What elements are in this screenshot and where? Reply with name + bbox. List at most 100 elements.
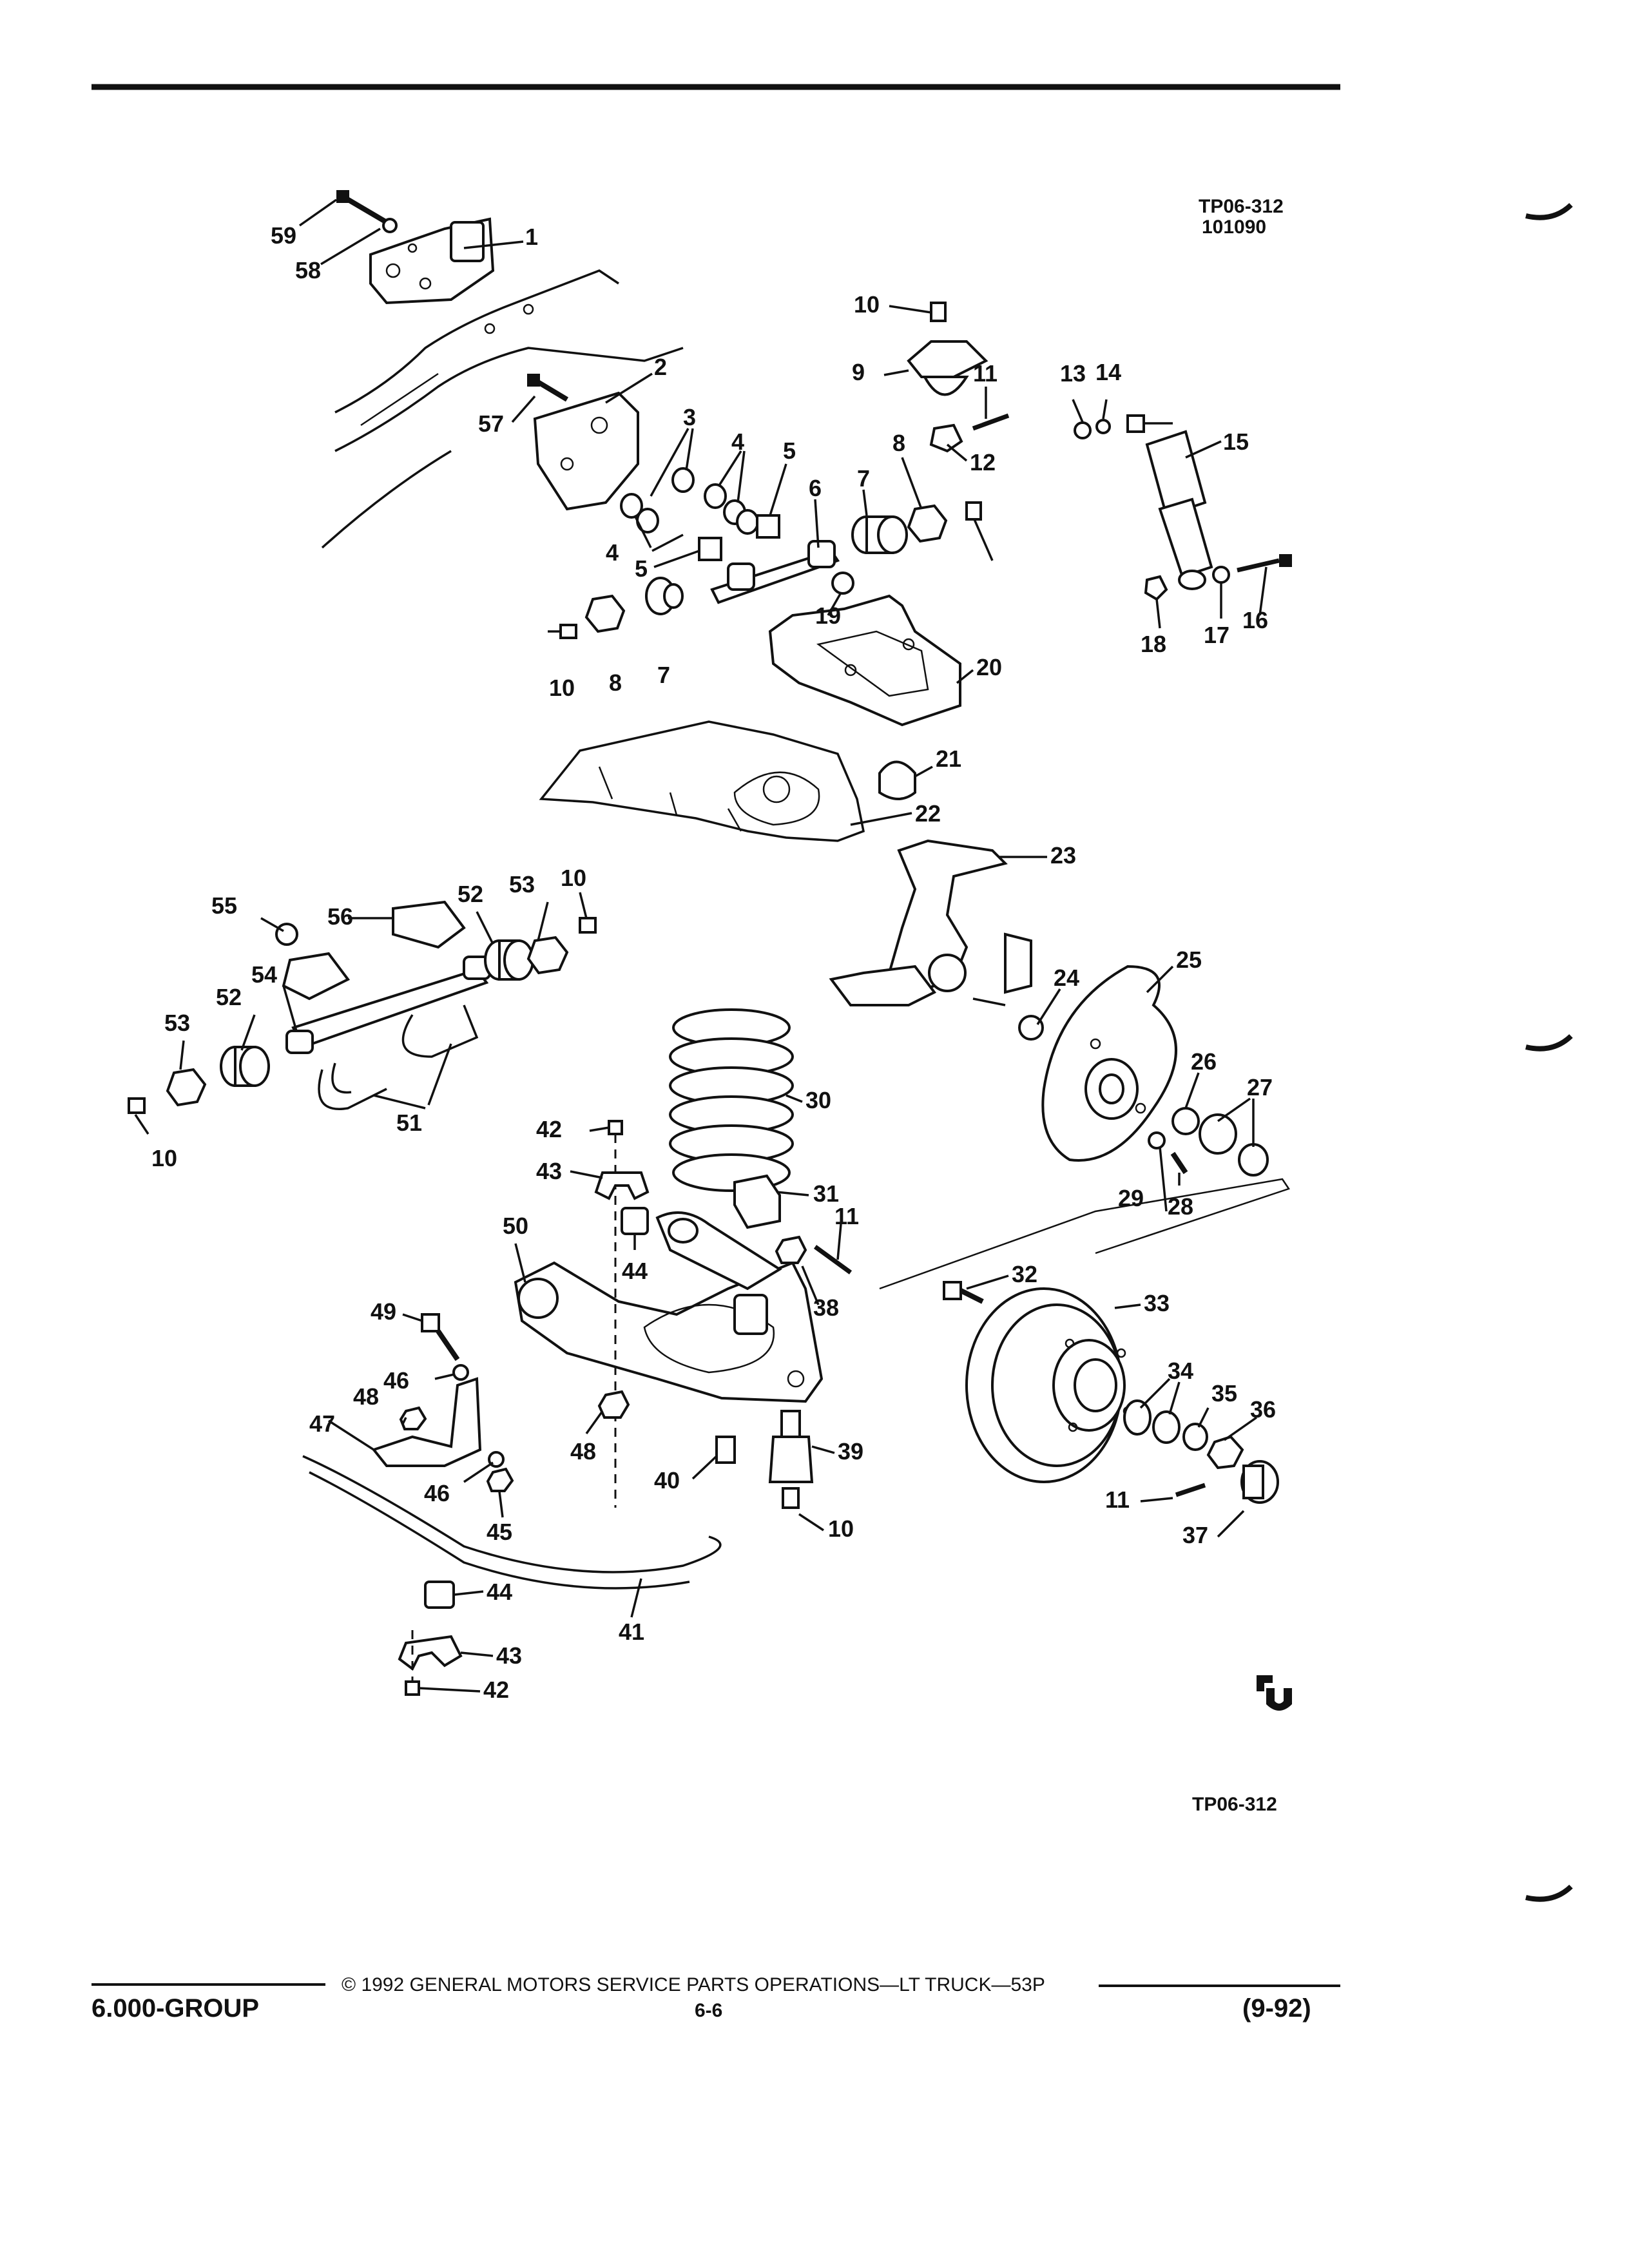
callout-37: 37 — [1182, 1522, 1208, 1548]
callout-52-right: 52 — [458, 881, 483, 907]
washer-58 — [382, 218, 398, 233]
callout-44-upper: 44 — [622, 1258, 648, 1284]
callout-34: 34 — [1168, 1358, 1193, 1384]
bushing-44-upper — [621, 1207, 649, 1235]
bushing-44-lower — [424, 1581, 455, 1609]
bushing-7-lower — [645, 577, 684, 615]
nut-19 — [831, 572, 854, 595]
grease-fitting-10-shaft-left — [128, 1097, 146, 1114]
seal-24 — [1018, 1015, 1044, 1041]
binder-mark-1 — [1525, 203, 1573, 220]
callout-42-lower: 42 — [483, 1677, 509, 1703]
callout-1: 1 — [525, 224, 538, 250]
nut-53-left — [166, 1068, 207, 1107]
callout-10-left: 10 — [549, 675, 575, 701]
callout-8-lower: 8 — [609, 669, 622, 696]
nut-38 — [775, 1235, 807, 1264]
callout-6: 6 — [809, 475, 822, 501]
frame-rail — [321, 269, 684, 549]
callout-4-lower: 4 — [606, 539, 619, 566]
nut-8-lower — [584, 594, 626, 633]
callout-10-top: 10 — [854, 291, 880, 318]
cotter-pin-11-lower-arm — [813, 1245, 853, 1274]
nut-45 — [486, 1467, 514, 1492]
callout-8-upper: 8 — [892, 430, 905, 456]
callout-46-upper: 46 — [383, 1367, 409, 1394]
callout-7-lower: 7 — [657, 662, 670, 688]
callout-26: 26 — [1191, 1048, 1217, 1075]
callout-43-lower: 43 — [496, 1642, 522, 1669]
callout-53-right: 53 — [509, 871, 535, 898]
clamp-43-upper — [594, 1171, 650, 1200]
bolt-59 — [336, 190, 389, 225]
bumper-21 — [878, 760, 916, 800]
bumper-31 — [733, 1174, 781, 1229]
nut-53-right — [526, 936, 569, 975]
callout-45: 45 — [487, 1519, 512, 1545]
grease-fitting-10-shaft-right — [579, 917, 597, 934]
callout-53-left: 53 — [164, 1010, 190, 1036]
bushing-7-upper — [851, 515, 908, 554]
spacer-40 — [715, 1436, 736, 1464]
callout-24: 24 — [1054, 965, 1079, 991]
callout-40: 40 — [654, 1467, 680, 1494]
callout-5-upper: 5 — [783, 437, 796, 464]
callout-38: 38 — [813, 1294, 839, 1321]
footer-page-number: 6-6 — [695, 2000, 722, 2021]
bracket-part-2 — [533, 391, 639, 511]
callout-10-shaft-left: 10 — [151, 1145, 177, 1171]
leader-lines — [134, 198, 1268, 1693]
callout-46-lower: 46 — [424, 1480, 450, 1506]
callout-54: 54 — [251, 961, 277, 988]
callout-23: 23 — [1050, 842, 1076, 869]
coil-spring-30 — [669, 1008, 794, 1192]
callout-12: 12 — [970, 449, 996, 476]
u-bolts-51 — [318, 1004, 479, 1110]
callout-25: 25 — [1176, 947, 1202, 973]
grease-fitting-10-left — [548, 624, 577, 639]
callout-27: 27 — [1247, 1074, 1273, 1100]
bolt-32 — [943, 1281, 984, 1304]
bearing-27 — [1199, 1113, 1269, 1177]
callout-39: 39 — [838, 1438, 863, 1465]
callout-47: 47 — [309, 1410, 335, 1437]
callout-19: 19 — [815, 602, 841, 629]
dust-cap-37 — [1240, 1460, 1279, 1504]
callout-51: 51 — [396, 1110, 422, 1136]
callout-58: 58 — [295, 257, 321, 284]
callout-18: 18 — [1141, 631, 1166, 657]
binder-mark-2 — [1525, 1034, 1573, 1052]
callout-10-balljoint: 10 — [828, 1515, 854, 1542]
bushing-52-left — [220, 1046, 270, 1087]
callout-31: 31 — [813, 1180, 839, 1207]
callout-42-upper: 42 — [536, 1116, 562, 1142]
rotor-plane-outline — [879, 1178, 1290, 1290]
footer-copyright: © 1992 GENERAL MOTORS SERVICE PARTS OPER… — [342, 1974, 1045, 1995]
crossmember-22 — [539, 720, 865, 842]
callout-2: 2 — [654, 354, 667, 380]
callout-11-hub: 11 — [1105, 1486, 1130, 1513]
shock-absorber-15 — [1074, 414, 1213, 590]
callout-32: 32 — [1012, 1261, 1037, 1287]
callout-28: 28 — [1168, 1193, 1193, 1220]
shock-lower-hardware — [1144, 554, 1292, 601]
binder-mark-3 — [1525, 1885, 1573, 1902]
callout-59: 59 — [271, 222, 296, 249]
callout-14: 14 — [1095, 359, 1121, 385]
stabilizer-bar-41 — [302, 1455, 722, 1590]
callout-20: 20 — [976, 654, 1002, 680]
callout-33: 33 — [1144, 1290, 1170, 1316]
link-bolt-42-upper — [608, 1120, 623, 1508]
callout-17: 17 — [1204, 622, 1229, 648]
callout-10-shaft-right: 10 — [561, 865, 586, 891]
footer-group: 6.000-GROUP — [92, 1994, 259, 2023]
washer-29 — [1148, 1131, 1166, 1149]
callout-56: 56 — [327, 903, 353, 930]
bolt-28 — [1170, 1151, 1188, 1175]
callout-30: 30 — [805, 1087, 831, 1113]
washer-46-upper — [452, 1364, 469, 1381]
bracket-part-1 — [369, 217, 495, 305]
drawing-ref-top: TP06-312 — [1199, 196, 1284, 217]
callout-44-lower: 44 — [487, 1579, 512, 1605]
cotter-pin-11-upper — [972, 413, 1010, 431]
